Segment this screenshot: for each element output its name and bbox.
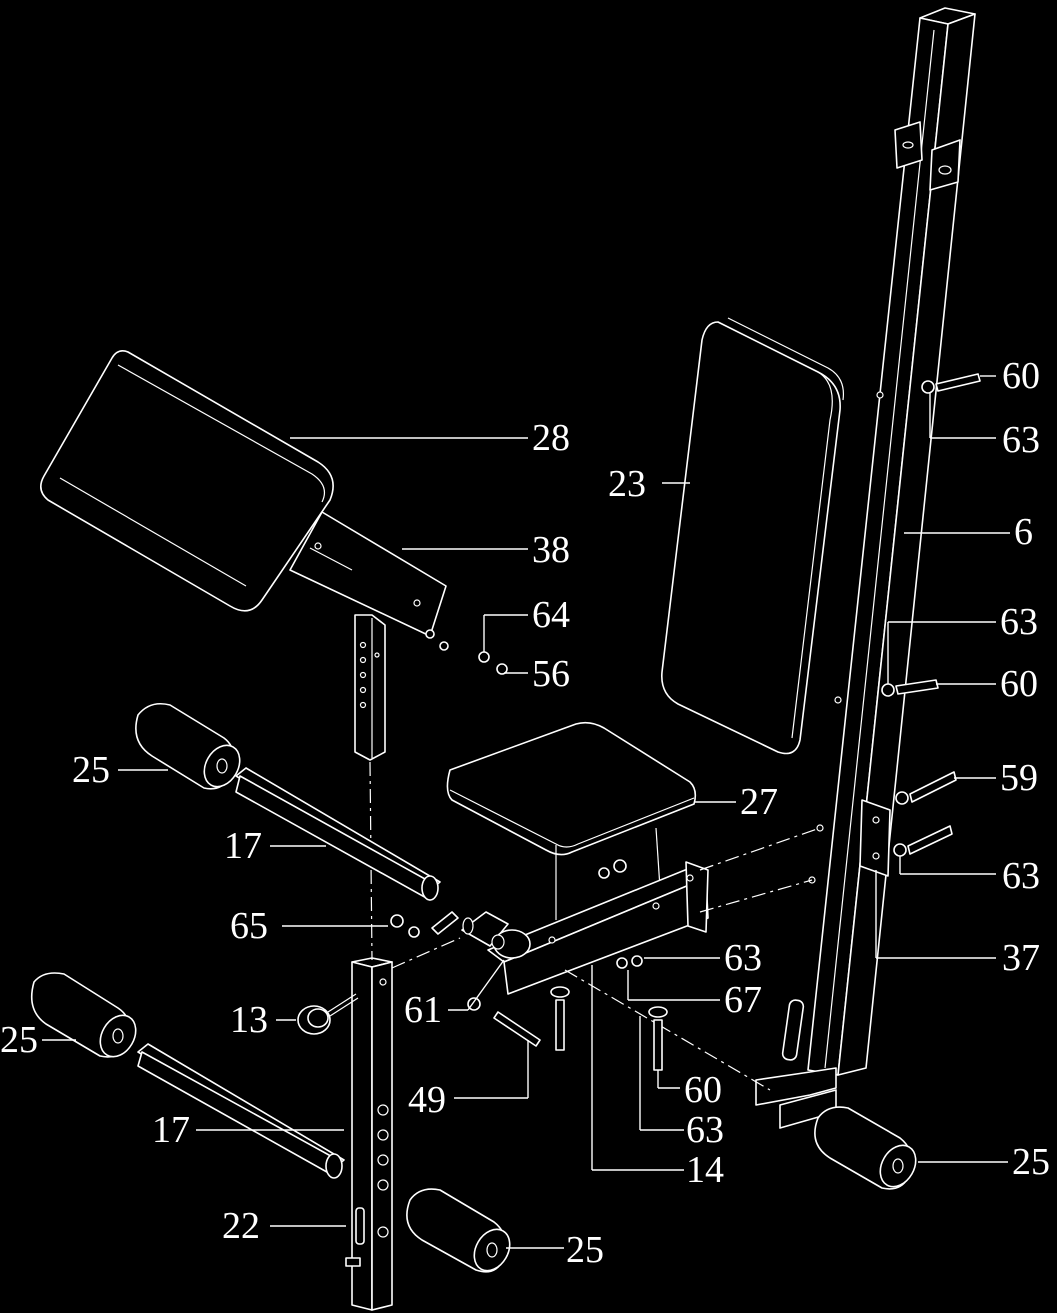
callout-13: 13 xyxy=(230,999,268,1041)
roller-upper-left xyxy=(135,702,241,790)
callout-6: 6 xyxy=(1014,511,1033,553)
pad-bracket xyxy=(289,511,447,761)
callout-63-lower: 63 xyxy=(686,1109,724,1151)
callout-14: 14 xyxy=(686,1149,724,1191)
callout-25-bottom: 25 xyxy=(566,1229,604,1271)
callout-63-right: 63 xyxy=(1002,855,1040,897)
callout-22: 22 xyxy=(222,1205,260,1247)
callout-17-lower: 17 xyxy=(152,1109,190,1151)
callout-60-lower: 60 xyxy=(684,1069,722,1111)
seat-pad xyxy=(446,721,697,920)
bracket-plate-37 xyxy=(859,799,891,877)
leader-lines xyxy=(42,375,1010,1249)
roller-lower-center xyxy=(406,1188,511,1273)
callout-60-mid: 60 xyxy=(1000,663,1038,705)
roller-lower-left xyxy=(30,972,137,1058)
callout-49: 49 xyxy=(408,1079,446,1121)
callout-63-seat: 63 xyxy=(724,937,762,979)
assembly-axis-lines xyxy=(369,761,821,1091)
callout-60-top: 60 xyxy=(1002,355,1040,397)
arm-curl-pad xyxy=(40,350,334,612)
callout-28: 28 xyxy=(532,417,570,459)
callout-63-top: 63 xyxy=(1002,419,1040,461)
roller-lower-right xyxy=(814,1106,917,1190)
lower-tube xyxy=(345,957,393,1311)
seat-frame xyxy=(461,861,709,995)
callout-23: 23 xyxy=(608,463,646,505)
callout-25-right: 25 xyxy=(1012,1141,1050,1183)
callout-25-upper-left: 25 xyxy=(72,749,110,791)
callout-56: 56 xyxy=(532,653,570,695)
callout-67: 67 xyxy=(724,979,762,1021)
callout-65: 65 xyxy=(230,905,268,947)
callout-61: 61 xyxy=(404,989,442,1031)
callout-38: 38 xyxy=(532,529,570,571)
callout-17-upper: 17 xyxy=(224,825,262,867)
callout-59: 59 xyxy=(1000,757,1038,799)
callout-27: 27 xyxy=(740,781,778,823)
callout-64: 64 xyxy=(532,594,570,636)
knob-13 xyxy=(297,993,359,1035)
callout-63-mid: 63 xyxy=(1000,601,1038,643)
callout-labels: 28 38 64 56 23 60 63 6 63 60 59 63 37 27… xyxy=(0,355,1050,1271)
callout-25-lower-left: 25 xyxy=(0,1019,38,1061)
back-pad xyxy=(661,317,845,755)
roller-bar-upper xyxy=(235,767,441,901)
callout-37: 37 xyxy=(1002,937,1040,979)
